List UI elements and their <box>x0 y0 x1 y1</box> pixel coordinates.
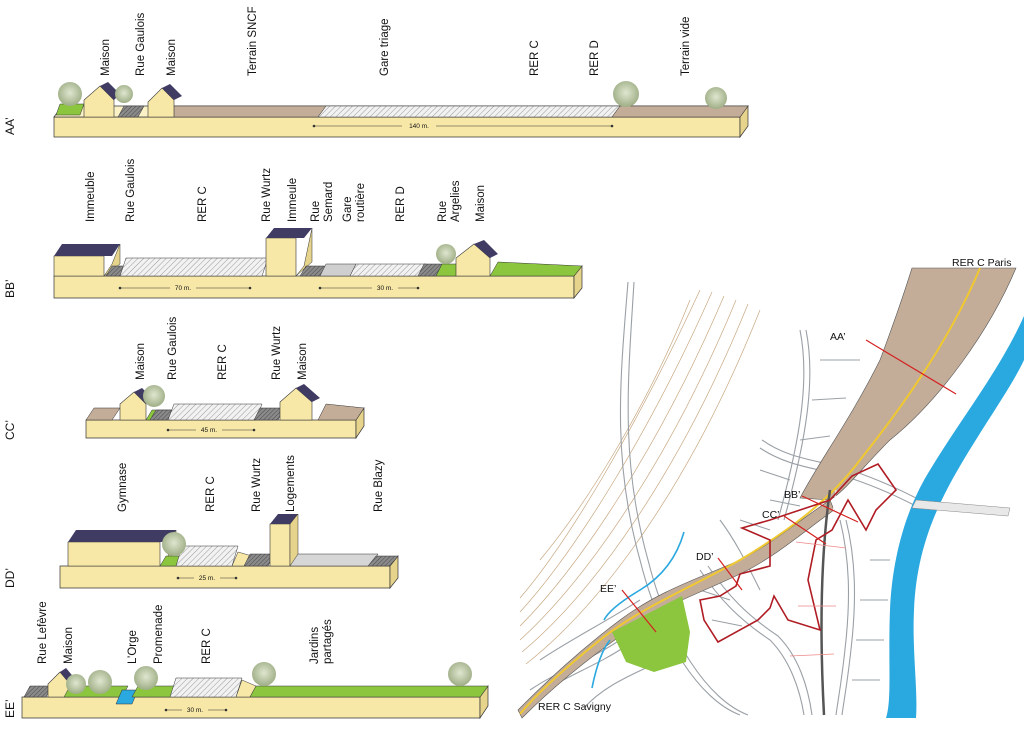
tree-icon <box>143 385 165 407</box>
map-section-aa <box>865 339 957 395</box>
label-line: Jardins <box>309 627 321 664</box>
map-label-dd: DD’ <box>696 551 714 563</box>
tree-icon <box>705 87 727 109</box>
bb-label-rer-c: RER C <box>197 186 209 222</box>
map-label-aa: AA’ <box>830 331 846 343</box>
aa-label-rer-d: RER D <box>589 40 601 76</box>
tree-icon <box>436 244 456 264</box>
aa-house-1 <box>83 82 120 118</box>
tree-icon <box>448 662 472 686</box>
bb-dimension-2: 30 m. <box>377 285 393 292</box>
site-map: RER C Paris RER C Savigny AA’ BB’ CC’ DD… <box>517 257 1024 719</box>
dd-label-rue-wurtz: Rue Wurtz <box>251 458 263 512</box>
section-dd: DD’ 25 m. Gymnase RER C Rue Wurtz Logeme… <box>3 455 399 589</box>
map-section-dd <box>717 557 743 591</box>
map-label-paris: RER C Paris <box>952 257 1012 269</box>
bb-label-rue-gaulois: Rue Gaulois <box>125 158 137 222</box>
cc-label-maison-1: Maison <box>135 343 147 380</box>
section-ee: EE’ 30 m. Rue Lefèvre Maison L’Orge Prom… <box>3 601 489 720</box>
bb-label-rue-semard: RueSemard <box>310 182 335 222</box>
tree-icon <box>613 81 639 107</box>
bb-label-immeuble: Immeuble <box>85 172 97 223</box>
section-aa-label: AA’ <box>3 117 17 135</box>
bb-label-rer-d: RER D <box>395 186 407 222</box>
label-line: routière <box>355 183 367 222</box>
cc-label-rue-gaulois: Rue Gaulois <box>167 316 179 380</box>
label-line: Rue <box>310 201 322 222</box>
section-aa: AA’ 140 m. Maison <box>3 6 749 139</box>
svg-text:RueSemard: RueSemard <box>310 182 335 222</box>
ee-label-lorge: L’Orge <box>127 630 139 664</box>
project-perimeter <box>699 462 898 644</box>
aa-label-maison-1: Maison <box>100 39 112 76</box>
map-label-cc: CC’ <box>762 509 780 521</box>
label-line: Semard <box>323 182 335 222</box>
map-label-bb: BB’ <box>784 489 800 501</box>
label-line: Argelies <box>450 180 462 222</box>
svg-text:RueArgelies: RueArgelies <box>437 180 462 222</box>
ee-label-jardins-partages: Jardinspartagés <box>309 619 334 664</box>
river <box>886 316 1024 718</box>
ee-label-promenade: Promenade <box>153 605 165 664</box>
cc-dimension: 45 m. <box>201 427 217 434</box>
rail-line <box>519 267 981 715</box>
streets <box>529 281 917 716</box>
tree-icon <box>66 674 86 694</box>
dd-label-rue-blazy: Rue Blazy <box>373 459 385 512</box>
map-section-cc <box>783 515 827 545</box>
section-bb-label: BB’ <box>3 279 17 298</box>
aa-house-2 <box>147 84 182 118</box>
aa-label-rue-gaulois: Rue Gaulois <box>135 12 147 76</box>
dd-label-gymnase: Gymnase <box>117 463 129 512</box>
section-cc-label: CC’ <box>3 420 17 440</box>
cc-label-rue-wurtz: Rue Wurtz <box>271 326 283 380</box>
map-section-ee <box>621 589 657 633</box>
bb-label-rue-argelies: RueArgelies <box>437 180 462 222</box>
dd-label-rer-c: RER C <box>205 476 217 512</box>
bb-label-immeule: Immeule <box>287 178 299 222</box>
svg-text:Gareroutière: Gareroutière <box>342 183 367 222</box>
aa-label-terrain-vide: Terrain vide <box>680 17 692 76</box>
section-ee-label: EE’ <box>3 699 17 718</box>
tree-icon <box>88 670 112 694</box>
ee-label-maison: Maison <box>63 627 75 664</box>
aa-label-maison-2: Maison <box>166 39 178 76</box>
label-line: partagés <box>322 619 334 664</box>
svg-text:Jardinspartagés: Jardinspartagés <box>309 619 334 664</box>
bb-label-gare-routiere: Gareroutière <box>342 183 367 222</box>
bb-label-maison: Maison <box>475 185 487 222</box>
label-line: Gare <box>342 196 354 222</box>
cc-label-maison-2: Maison <box>297 343 309 380</box>
map-label-ee: EE’ <box>600 583 616 595</box>
dd-label-logements: Logements <box>285 455 297 512</box>
tree-icon <box>162 532 186 556</box>
bb-label-rue-wurtz: Rue Wurtz <box>261 168 273 222</box>
aa-label-gare-triage: Gare triage <box>379 18 391 76</box>
aa-dimension: 140 m. <box>409 123 429 130</box>
dd-dimension: 25 m. <box>199 575 215 582</box>
label-line: Rue <box>437 201 449 222</box>
tree-icon <box>115 85 133 103</box>
aa-label-rer-c: RER C <box>529 40 541 76</box>
section-bb: BB’ 70 m. <box>3 158 583 299</box>
section-cc: CC’ 45 m. Maison Rue Gaulois RER C Rue W… <box>3 316 365 440</box>
map-section-bb <box>801 495 859 523</box>
cc-label-rer-c: RER C <box>217 344 229 380</box>
section-dd-label: DD’ <box>3 568 17 588</box>
tree-icon <box>58 82 82 106</box>
rail-zone <box>799 267 1017 501</box>
tree-icon <box>252 662 276 686</box>
tree-icon <box>134 666 158 690</box>
bb-dimension-1: 70 m. <box>175 285 191 292</box>
park <box>612 596 690 672</box>
aa-label-terrain-sncf: Terrain SNCF <box>247 6 259 76</box>
ee-label-rer-c: RER C <box>201 628 213 664</box>
ee-label-rue-lefevre: Rue Lefèvre <box>37 601 49 664</box>
map-label-savigny: RER C Savigny <box>538 701 612 713</box>
contour-lines <box>519 289 761 665</box>
ee-dimension: 30 m. <box>187 707 203 714</box>
